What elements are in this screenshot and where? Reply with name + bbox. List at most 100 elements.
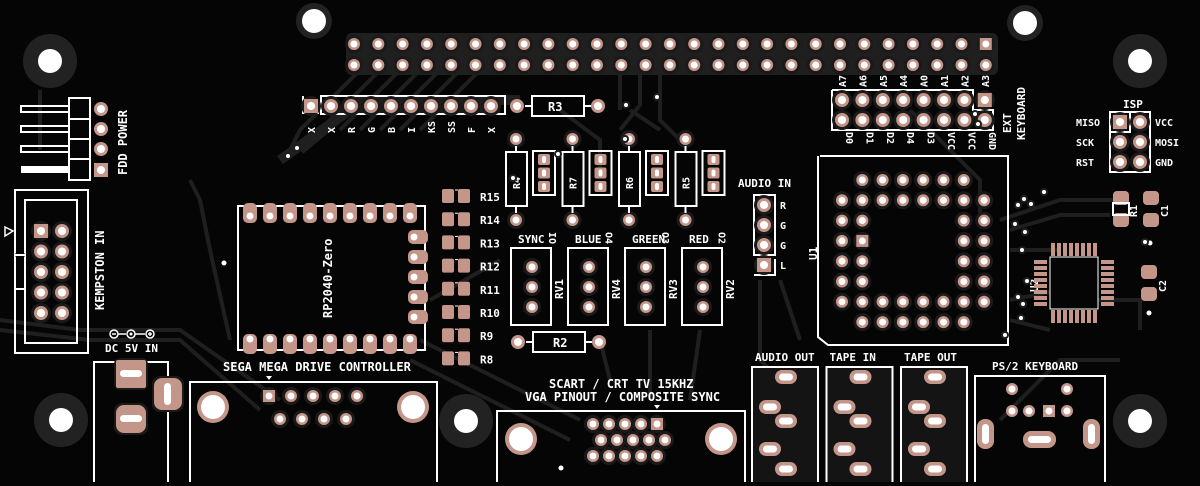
via-drill [295,146,299,150]
pad-drill [919,196,927,204]
u2-pad [1034,278,1047,282]
u2-pad [1081,243,1085,256]
pad-drill [837,95,847,105]
scart-label-line2: VGA PINOUT / COMPOSITE SYNC [525,390,720,404]
ext-kb-top-label: A7 [838,75,849,87]
pad-drill [342,415,350,423]
sega-label: SEGA MEGA DRIVE CONTROLLER [223,360,412,374]
pad-round [934,110,954,130]
pad-round [733,35,752,53]
pad-drill [589,452,597,460]
ext-kb-bottom-label: VCC [965,132,976,150]
pad-drill [699,303,707,311]
pad-drill [569,216,576,224]
isp-pin-label: SCK [1076,138,1094,149]
pad-drill [837,115,847,125]
u2-pad [1101,266,1114,270]
pad-round [758,56,777,74]
pad-drill [645,436,653,444]
pad-round [833,292,851,311]
pad-drill [593,61,601,69]
pad-round [637,258,655,276]
pad-drill [585,303,593,311]
pad-drill [836,40,844,48]
pad-round [952,56,971,74]
pad-round [580,258,598,276]
pad-round [345,35,363,53]
ext-keyboard-label-1: EXT [1001,113,1014,133]
sega-controller-port: SEGA MEGA DRIVE CONTROLLER [189,360,438,486]
resistor-outline [674,151,698,207]
smd-pad [442,189,454,203]
pad-square [754,255,774,275]
rp-drill [326,335,334,343]
resistor-outline [561,151,585,207]
pad-drill [940,176,947,184]
pad-drill [353,392,361,400]
u2-pad [1051,310,1055,323]
vias [284,93,1149,339]
pad-round [782,56,801,74]
pad-round [833,231,851,250]
pad-round [515,56,534,74]
u2-pad [1101,260,1114,264]
rp-drill [246,335,254,343]
pad-round [914,313,933,332]
mounting-hole [439,394,493,448]
socket-drill [542,156,546,163]
pad-drill [287,392,295,400]
pin-label: X [327,127,338,133]
pad-round [833,272,851,291]
jack-drill [779,465,793,473]
trimmer-ref: RV2 [724,279,737,299]
socket-label: IO [546,232,557,244]
socket-outline [645,150,669,196]
u2-tqfp-chip: U2 [1028,243,1114,323]
socket-drill [598,183,603,190]
u2-pad [1069,310,1073,323]
pad-round [637,278,655,296]
jack-drill [763,445,777,453]
pad-drill [980,217,988,225]
via-drill [1016,203,1020,207]
jack-drill [837,445,852,453]
via-drill [1019,316,1023,320]
vga-scart-port: SCART / CRT TV 15KHZ VGA PINOUT / COMPOS… [496,377,746,486]
pad-round [441,96,461,116]
rp-drill [406,335,414,343]
pad-drill [374,40,382,48]
pad-drill [858,196,866,204]
socket-drill [542,183,546,190]
pad-drill [858,257,866,265]
mounting-hole [296,3,332,39]
pad-drill [919,298,927,306]
pad-round [934,292,953,311]
pad-drill [858,115,867,125]
jack-label: TAPE IN [830,351,876,364]
pad-round [832,90,852,110]
pad-drill [528,263,536,271]
pad-drill [982,61,990,69]
pad-round [831,56,849,74]
pad-drill [960,318,968,326]
rp-drill [386,335,394,343]
u2-pad [1101,296,1114,300]
pad-drill [858,298,866,306]
pad-drill [496,40,504,48]
pad-drill [699,263,707,271]
mounting-hole [34,393,88,447]
pad-square [974,90,995,110]
rp-drill [346,212,354,220]
pad-round [52,303,72,323]
rp-pad [408,250,428,264]
pad-drill [374,61,382,69]
pad-drill [838,196,846,204]
pad-round [853,313,872,332]
rp-drill [410,273,418,281]
pin-label: KS [427,121,438,133]
rp-drill [326,212,334,220]
pin-label: SS [447,121,458,133]
pad-round [852,90,873,110]
pad-drill [528,303,536,311]
